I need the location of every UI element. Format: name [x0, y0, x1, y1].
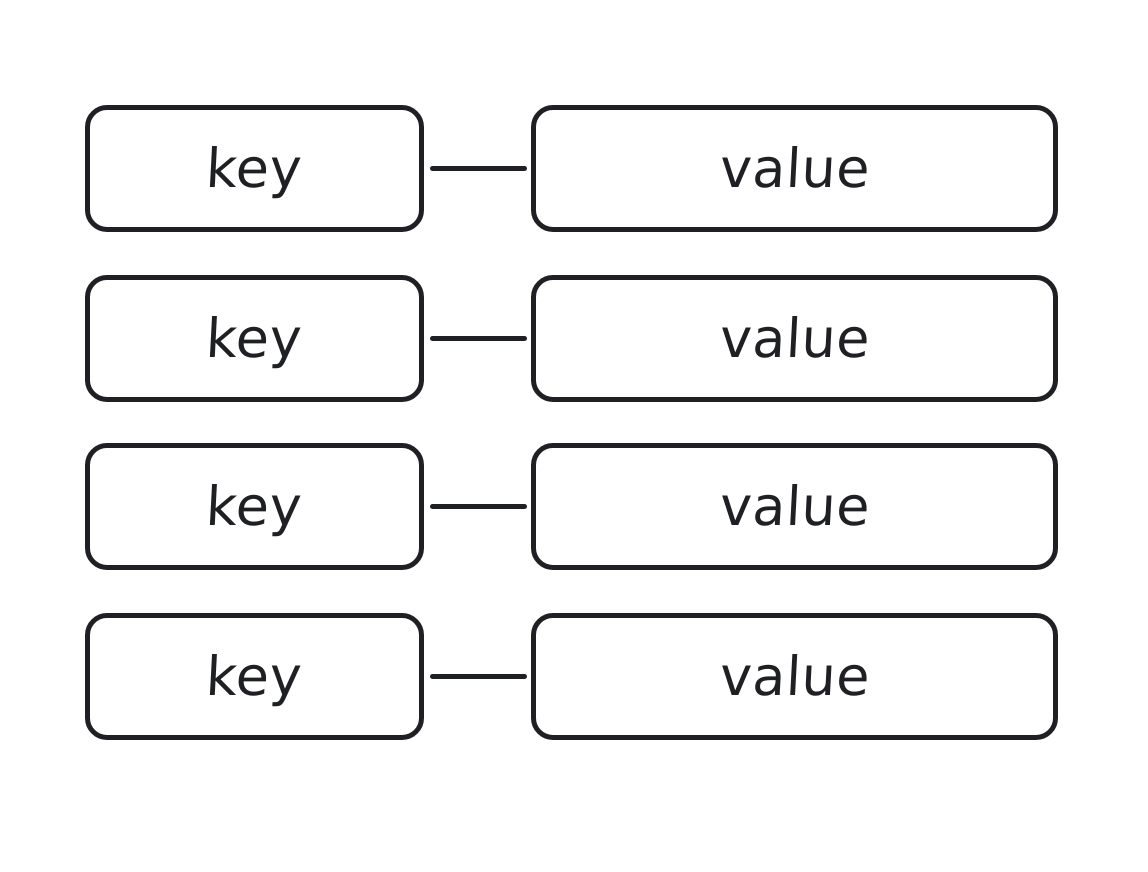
value-label: value: [717, 474, 872, 538]
key-box[interactable]: key: [85, 443, 424, 570]
key-value-pair-row: key value: [0, 275, 1148, 402]
key-label: key: [204, 644, 305, 708]
connector-line: [430, 336, 527, 341]
connector-line: [430, 166, 527, 171]
key-box[interactable]: key: [85, 613, 424, 740]
value-box[interactable]: value: [531, 105, 1058, 232]
value-label: value: [717, 136, 872, 200]
key-value-pair-row: key value: [0, 105, 1148, 232]
key-label: key: [204, 306, 305, 370]
key-label: key: [204, 474, 305, 538]
value-box[interactable]: value: [531, 613, 1058, 740]
value-box[interactable]: value: [531, 275, 1058, 402]
connector-line: [430, 504, 527, 509]
key-value-pair-row: key value: [0, 613, 1148, 740]
value-label: value: [717, 306, 872, 370]
value-label: value: [717, 644, 872, 708]
key-box[interactable]: key: [85, 275, 424, 402]
key-label: key: [204, 136, 305, 200]
key-box[interactable]: key: [85, 105, 424, 232]
value-box[interactable]: value: [531, 443, 1058, 570]
key-value-pair-row: key value: [0, 443, 1148, 570]
connector-line: [430, 674, 527, 679]
